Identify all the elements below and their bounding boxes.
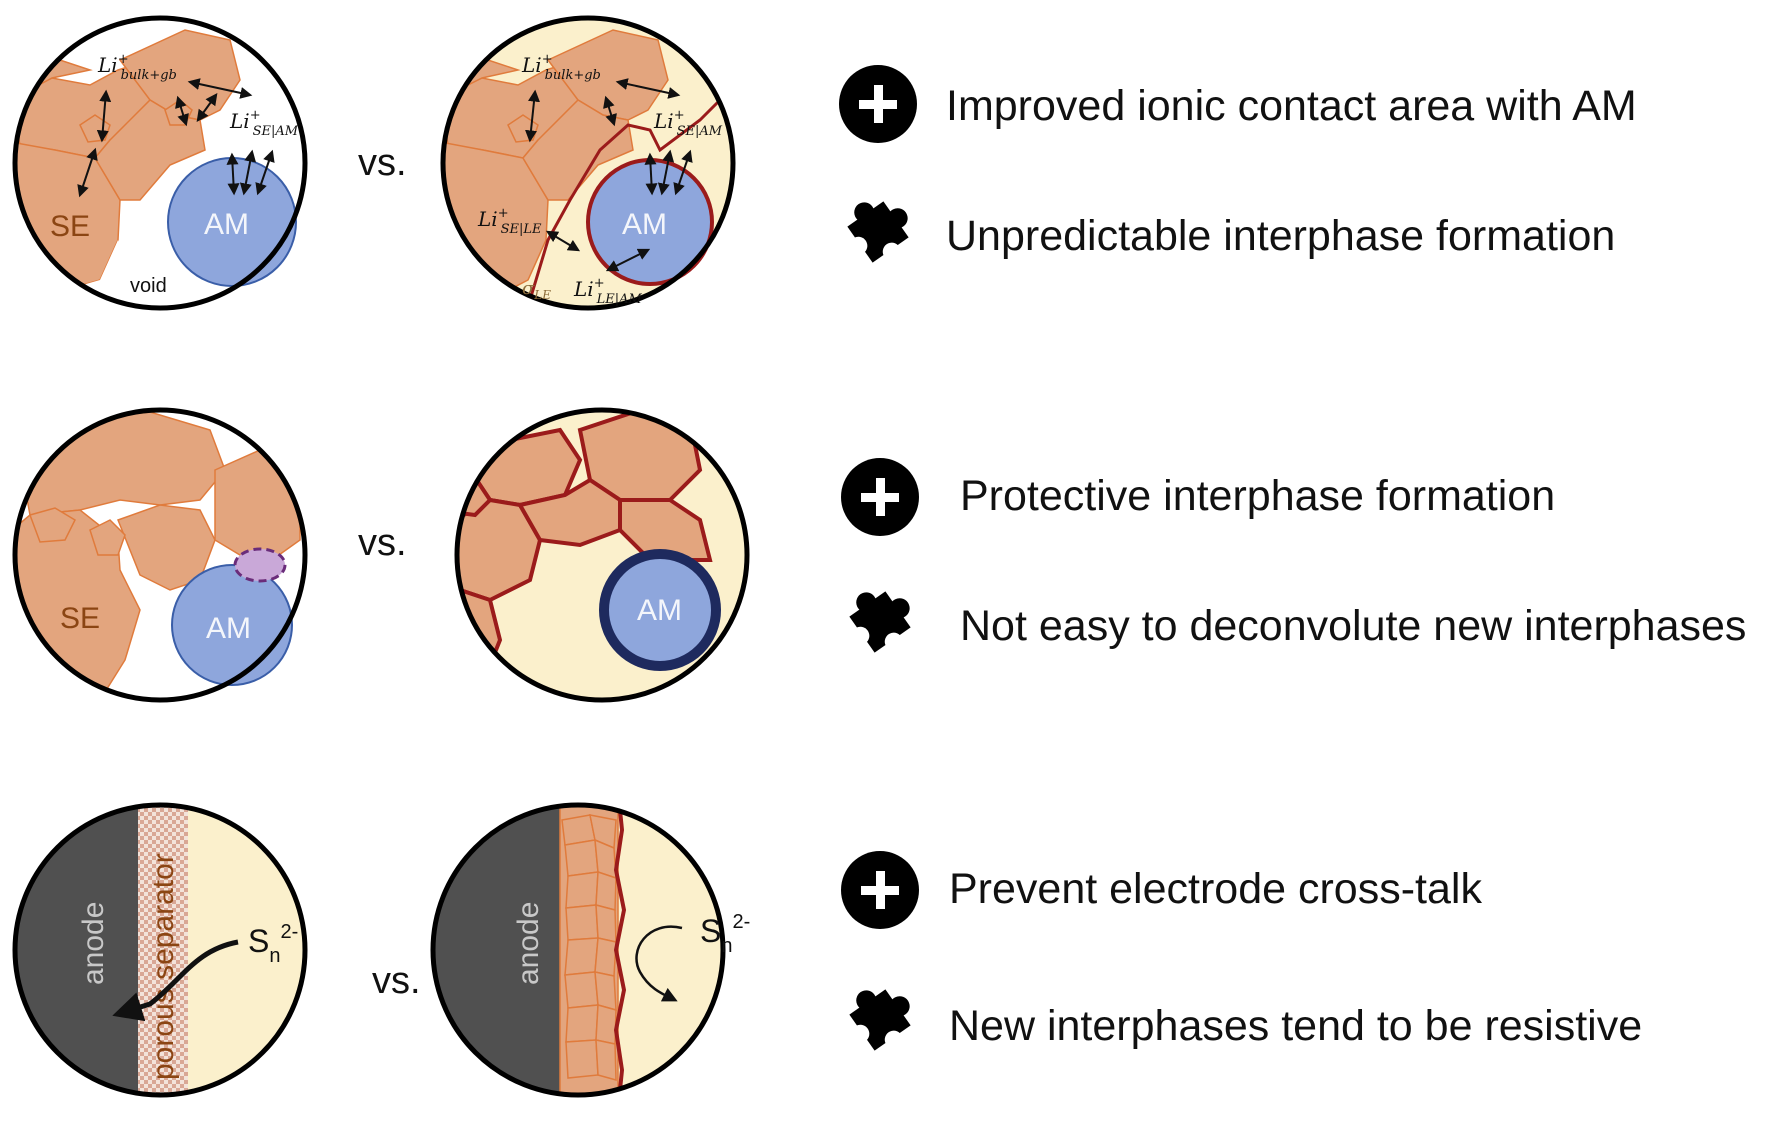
vs-label-row3: vs. bbox=[372, 960, 421, 1002]
li-se-le-label: Li+SE|LE bbox=[477, 206, 542, 237]
active-material-particle-coated bbox=[599, 549, 721, 671]
plus-icon bbox=[841, 851, 919, 929]
polysulfide-arrow-reflected bbox=[635, 925, 683, 1002]
se-label: SE bbox=[60, 602, 100, 635]
polysulfide-arrow bbox=[112, 939, 239, 1022]
solid-electrolyte-layer bbox=[559, 805, 619, 1095]
anode-label: anode bbox=[77, 902, 110, 985]
am-label: AM bbox=[204, 208, 249, 241]
void-label: void bbox=[130, 275, 167, 297]
row2-right-circle: AM bbox=[454, 407, 750, 703]
porous-separator-region bbox=[138, 805, 188, 1095]
li-se-am-label: Li+SE|AM bbox=[229, 108, 299, 139]
con-text-row2: Not easy to deconvolute new interphases bbox=[960, 602, 1746, 650]
pro-text-row3: Prevent electrode cross-talk bbox=[949, 865, 1482, 913]
puzzle-icon bbox=[847, 201, 909, 263]
li-ion-arrows bbox=[77, 78, 275, 198]
vs-label-row2: vs. bbox=[358, 522, 407, 564]
interphase-boundary bbox=[613, 805, 627, 1095]
solid-electrolyte-grains bbox=[443, 29, 669, 308]
am-label: AM bbox=[206, 612, 251, 645]
row1-right-circle: Li+bulk+gb Li+SE|AM Li+SE|LE Li+LE|AM σL… bbox=[440, 15, 736, 311]
row1-left-circle: Li+bulk+gb Li+SE|AM SE AM void bbox=[12, 15, 308, 311]
li-le-am-label: Li+LE|AM bbox=[573, 276, 642, 307]
interphase-boundary bbox=[528, 59, 732, 301]
con-text-row1: Unpredictable interphase formation bbox=[946, 212, 1615, 260]
row3-left-circle: anode porous separator Sn2- bbox=[12, 802, 308, 1098]
polysulfide-label: Sn2- bbox=[248, 921, 298, 967]
vs-label-row1: vs. bbox=[358, 142, 407, 184]
row3-right-circle: anode Sn2- bbox=[430, 802, 750, 1098]
plus-icon bbox=[841, 458, 919, 536]
se-label: SE bbox=[50, 210, 90, 243]
row2-left-circle: SE AM bbox=[12, 407, 308, 703]
li-se-am-label: Li+SE|AM bbox=[653, 108, 723, 139]
am-label: AM bbox=[637, 594, 682, 627]
li-ion-arrows bbox=[525, 78, 693, 272]
puzzle-icon bbox=[849, 591, 911, 653]
pro-text-row1: Improved ionic contact area with AM bbox=[946, 82, 1637, 130]
li-bulk-label: Li+bulk+gb bbox=[521, 52, 601, 83]
sigma-le-label: σLE bbox=[522, 278, 551, 302]
con-text-row3: New interphases tend to be resistive bbox=[949, 1002, 1642, 1050]
pro-text-row2: Protective interphase formation bbox=[960, 472, 1555, 520]
li-bulk-label: Li+bulk+gb bbox=[97, 52, 177, 83]
puzzle-icon bbox=[849, 989, 911, 1051]
am-label: AM bbox=[622, 208, 667, 241]
polysulfide-label: Sn2- bbox=[700, 911, 750, 957]
separator-label: porous separator bbox=[147, 853, 180, 1080]
anode-label: anode bbox=[512, 902, 545, 985]
interphase-dashed-region bbox=[233, 547, 287, 583]
plus-icon bbox=[839, 65, 917, 143]
